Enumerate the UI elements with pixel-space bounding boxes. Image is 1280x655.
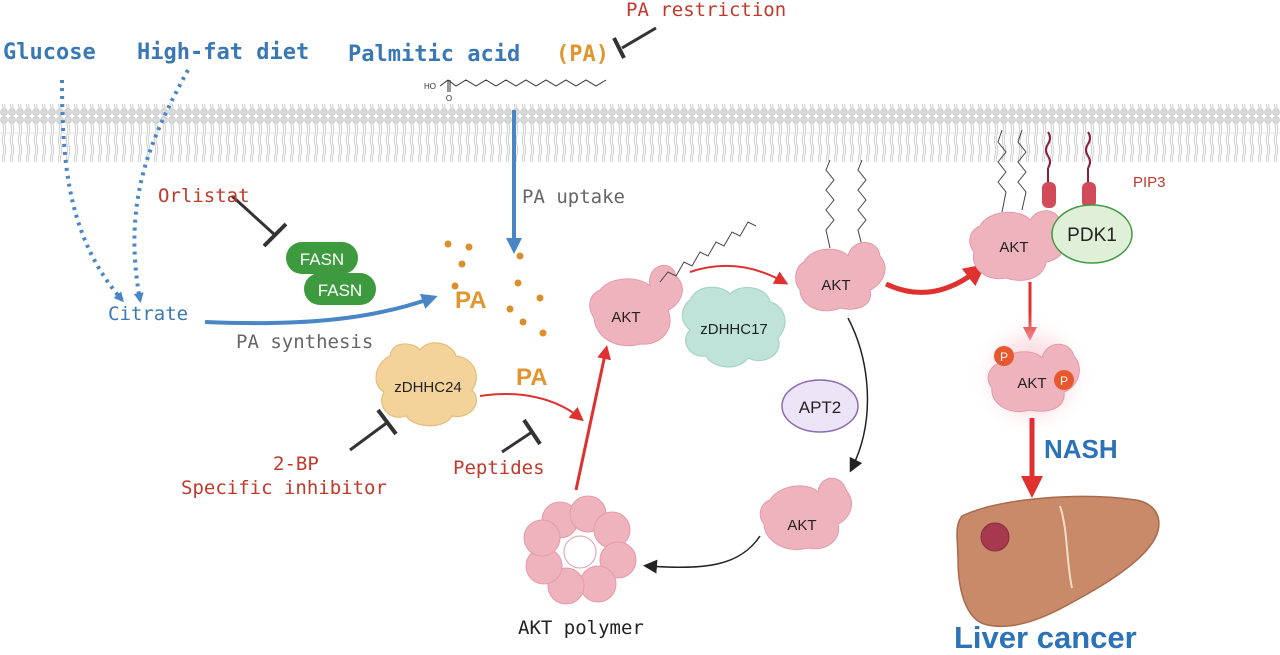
liver-organ — [956, 495, 1160, 628]
liver-cancer-label: Liver cancer — [954, 620, 1137, 655]
akt-protein-2 — [795, 242, 886, 312]
akt-protein-membrane — [969, 210, 1068, 281]
2bp-label: 2-BP — [273, 453, 319, 475]
akt-polymer-complex — [523, 495, 637, 605]
akt-label-2: AKT — [821, 277, 850, 294]
akt1-to-akt2-arrow — [689, 265, 789, 285]
akt-protein-1 — [589, 265, 683, 347]
zdhhc17-label: zDHHC17 — [700, 321, 768, 338]
phospho-label-1: P — [1000, 350, 1008, 364]
akt-label-1: AKT — [611, 309, 640, 326]
polymer-to-akt-arrow — [574, 345, 611, 491]
2bp-inhibitor — [349, 408, 398, 452]
akt-protein-3 — [759, 477, 852, 550]
pa-synthesis-arrow — [204, 293, 438, 326]
palmitic-acid-label: Palmitic acid — [348, 42, 521, 67]
molecule-o-label: O — [446, 94, 452, 103]
phospho-label-2: P — [1060, 374, 1068, 388]
zdhhc24-enzyme — [375, 342, 478, 427]
glucose-to-citrate-arrow — [60, 79, 124, 303]
citrate-label: Citrate — [108, 303, 189, 325]
tumor-nodule — [980, 522, 1010, 552]
orlistat-label: Orlistat — [158, 185, 250, 207]
membrane-akt-lipid-anchors — [997, 129, 1027, 213]
glucose-label: Glucose — [3, 40, 96, 65]
cell-membrane — [0, 104, 1280, 162]
zdhhc24-label: zDHHC24 — [394, 379, 462, 396]
zdhhc24-to-akt-arrow — [479, 393, 584, 422]
pa-pool-label: PA — [455, 287, 487, 314]
pa-abbrev-label: (PA) — [556, 42, 609, 67]
pa-uptake-label: PA uptake — [522, 186, 625, 208]
pdk1-label: PDK1 — [1067, 225, 1117, 246]
pa-synthesis-label: PA synthesis — [236, 331, 374, 353]
high-fat-diet-label: High-fat diet — [137, 40, 310, 65]
highfat-to-citrate-arrow — [132, 69, 190, 303]
akt2-lipid-anchors — [825, 159, 867, 249]
palmitoyl-tail-1 — [659, 221, 757, 283]
specific-inhibitor-label: Specific inhibitor — [181, 477, 387, 499]
akt3-to-polymer-arrow — [643, 535, 761, 574]
nash-label: NASH — [1044, 434, 1118, 464]
fasn-label-1: FASN — [300, 250, 344, 269]
akt-label-membrane: AKT — [999, 239, 1028, 256]
phospho-site-1 — [994, 346, 1014, 366]
pa-restriction-label: PA restriction — [626, 0, 787, 21]
fasn-label-2: FASN — [318, 281, 362, 300]
peptides-label: Peptides — [453, 457, 545, 479]
palmitic-acid-structure — [439, 79, 607, 92]
apt2-enzyme — [781, 379, 859, 433]
pa-restriction-inhibitor — [612, 26, 657, 59]
akt-label-active: AKT — [1017, 375, 1046, 392]
fasn-enzyme-2 — [304, 273, 376, 305]
pip3-lipids — [1042, 131, 1096, 208]
apt2-label: APT2 — [799, 398, 842, 417]
pip3-label: PIP3 — [1133, 174, 1166, 191]
akt2-to-membrane-akt-arrow — [884, 263, 986, 295]
akt-label-3: AKT — [787, 517, 816, 534]
akt2-to-akt3-arrow — [847, 317, 869, 473]
zdhhc17-enzyme — [681, 286, 786, 368]
peptides-inhibitor — [501, 418, 542, 454]
pa-label-palmitoylation: PA — [516, 364, 548, 391]
pdk1-kinase — [1051, 204, 1133, 264]
akt-polymer-label: AKT polymer — [518, 617, 644, 639]
fasn-enzyme-1 — [286, 242, 358, 274]
pa-molecule-dots — [444, 240, 547, 337]
orlistat-inhibitor — [230, 194, 288, 248]
phospho-site-2 — [1054, 370, 1074, 390]
molecule-oh-label: HO — [424, 82, 436, 91]
